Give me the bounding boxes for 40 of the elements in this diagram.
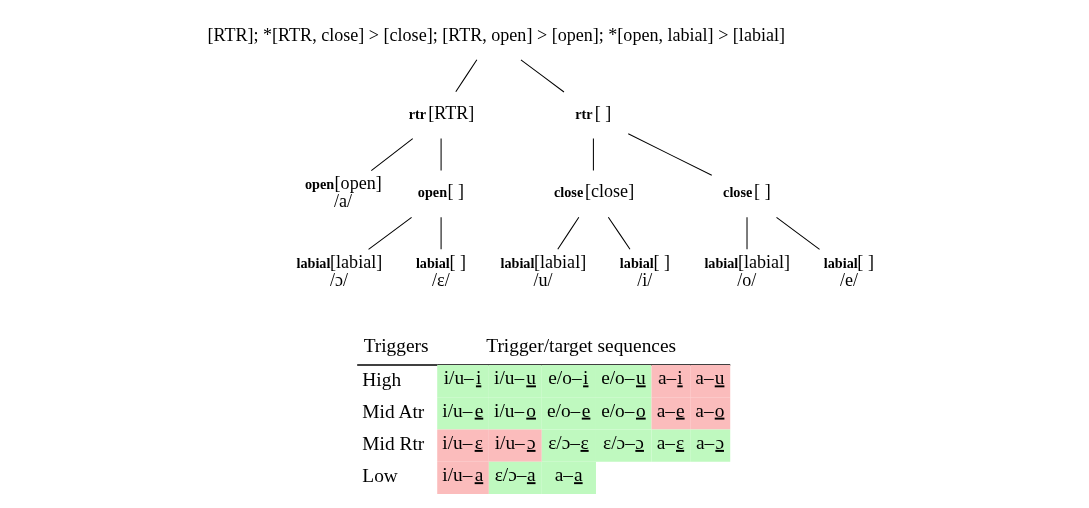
node-text: open[open] /a/: [304, 173, 382, 212]
label: i/u–ɛ: [441, 431, 483, 453]
node-text: rtr[RTR]: [408, 102, 474, 123]
label: a–i: [657, 367, 683, 389]
label: Trigger/target sequences: [485, 335, 676, 357]
label: i/u–e: [441, 399, 483, 421]
label: a–o: [694, 399, 724, 421]
label: i/u–a: [441, 464, 483, 486]
label: a–u: [694, 367, 724, 389]
label: a–ɛ: [656, 431, 684, 453]
label: a–e: [656, 399, 685, 421]
node-text: open[ ]: [417, 181, 464, 202]
label: i/u–o: [493, 399, 536, 421]
label: i/u–ɔ: [494, 431, 536, 453]
node-text: labial[ ] /e/: [823, 251, 874, 290]
label: i/u–u: [493, 367, 536, 389]
label: e/o–u: [600, 367, 646, 389]
node-text: [RTR]; *[RTR, close] > [close]; [RTR, open] > [open]; *[open, labial] > [labial]: [206, 25, 785, 46]
label: Mid Atr: [361, 400, 424, 422]
label: ɛ/ɔ–ɔ: [602, 431, 644, 453]
node-text: labial[labial] /u/: [499, 251, 586, 290]
node-text: rtr[ ]: [574, 102, 611, 123]
label: Low: [361, 465, 398, 487]
node-text: close[close]: [553, 181, 634, 202]
node-text: labial[labial] /o/: [703, 251, 790, 290]
node-text: labial[ ] /i/: [619, 251, 670, 290]
label: ɛ/ɔ–a: [494, 464, 536, 486]
label: i/u–i: [443, 367, 481, 389]
label: e/o–e: [546, 399, 590, 421]
node-text: close[ ]: [722, 181, 771, 202]
label: High: [361, 368, 401, 390]
label: a–a: [554, 464, 583, 486]
label: a–ɔ: [695, 431, 724, 453]
label: e/o–o: [600, 399, 646, 421]
label: e/o–i: [547, 367, 588, 389]
node-text: labial[labial] /ɔ/: [296, 251, 382, 290]
label: ɛ/ɔ–ɛ: [547, 431, 589, 453]
label: Triggers: [363, 335, 429, 357]
label: Mid Rtr: [361, 433, 424, 455]
node-text: labial[ ] /ɛ/: [415, 251, 466, 290]
